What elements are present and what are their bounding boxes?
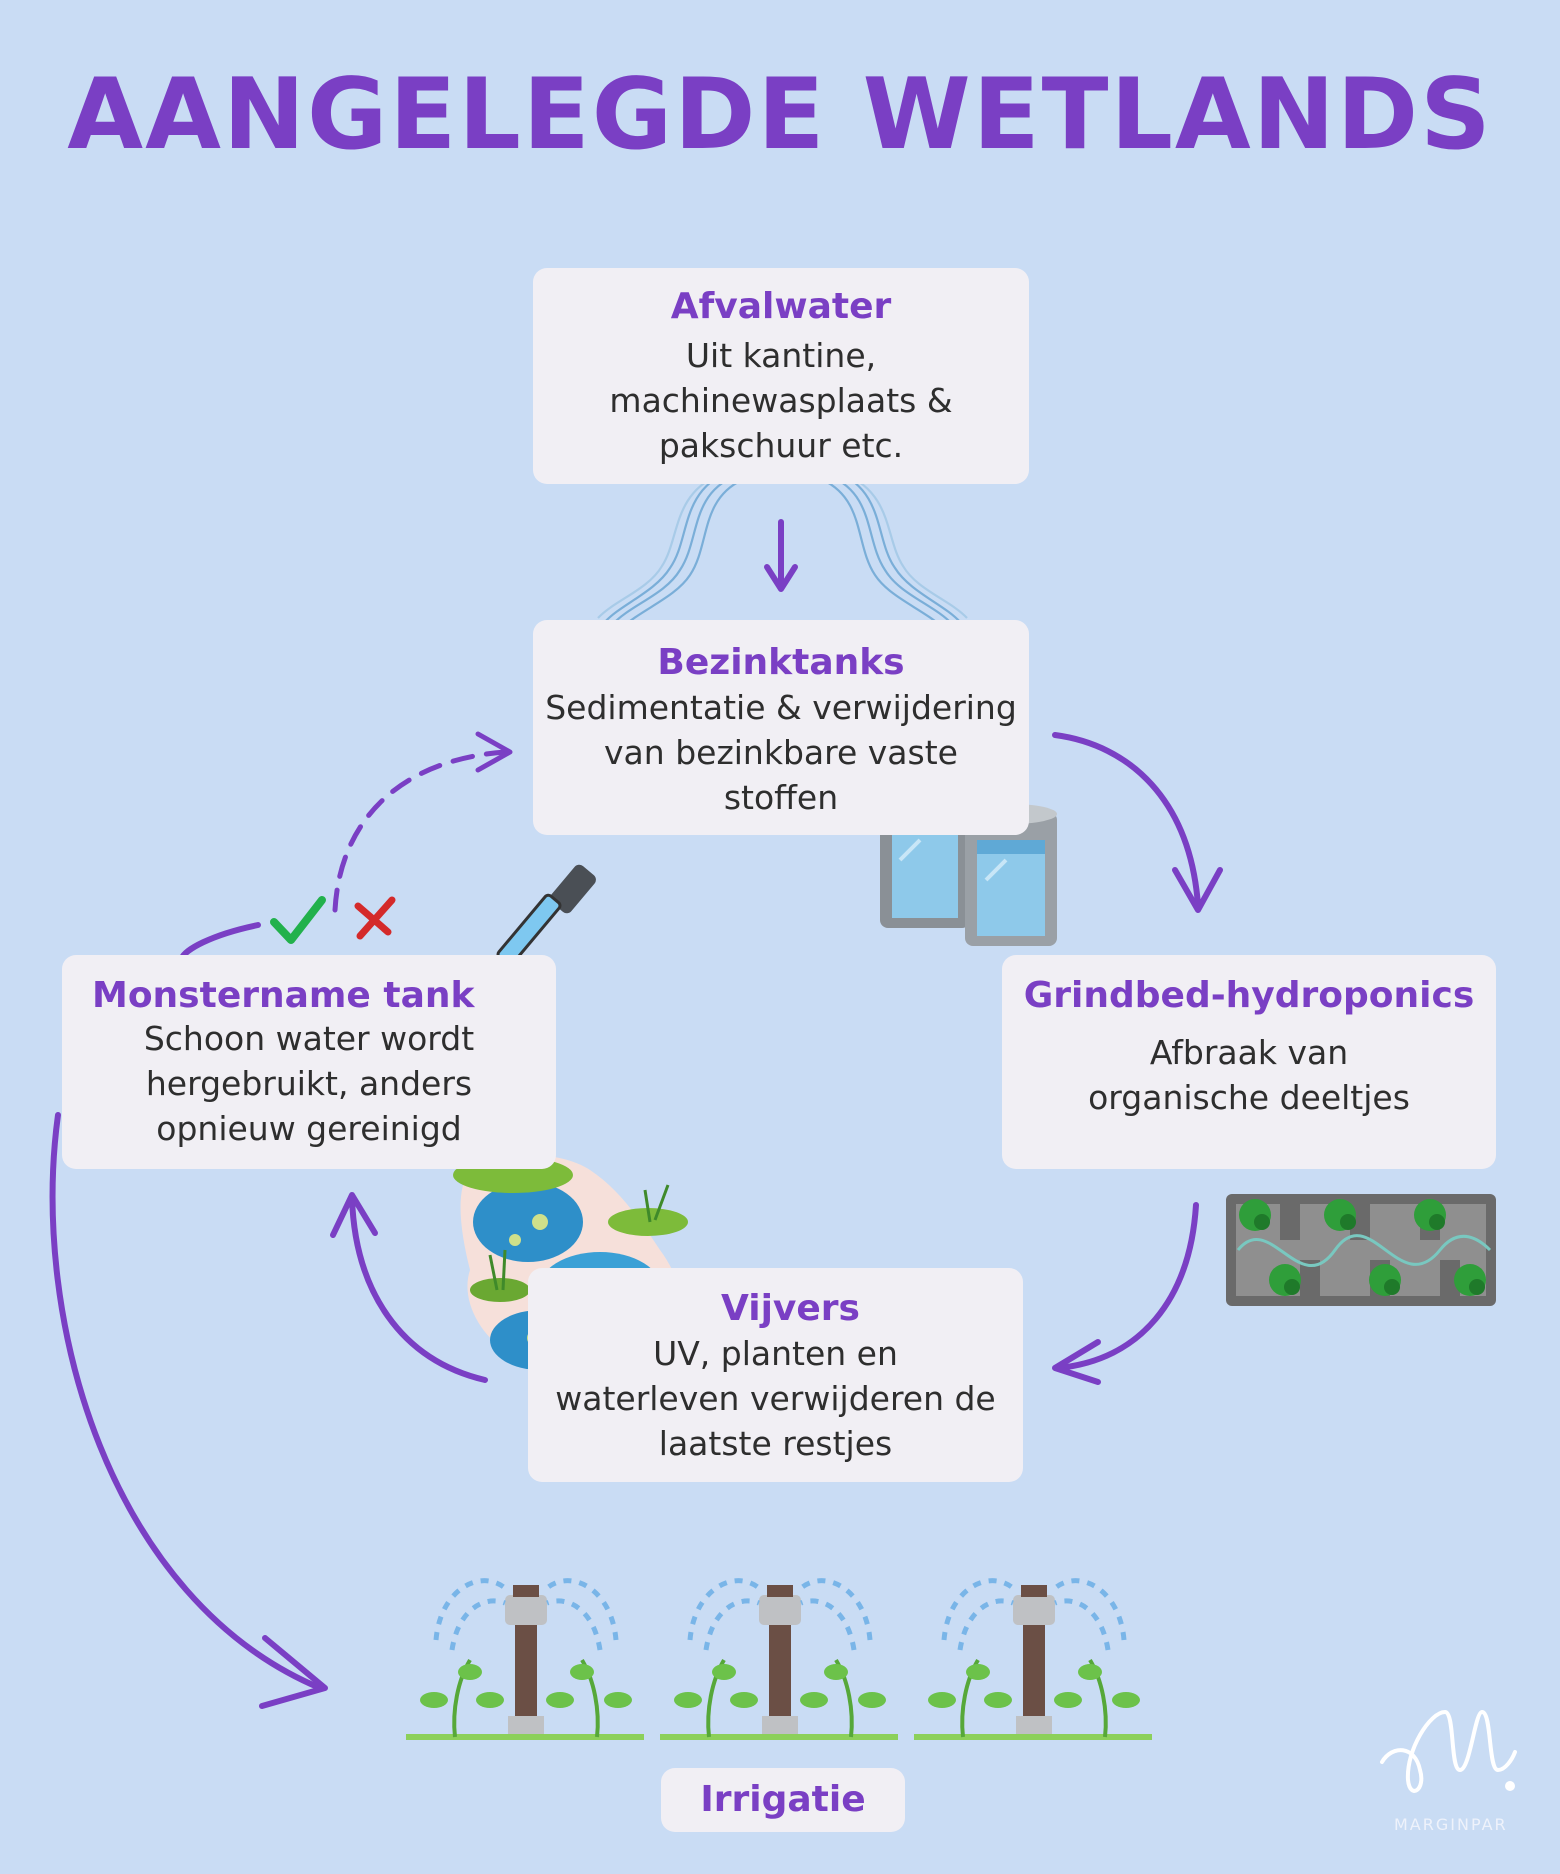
marginpar-logo <box>1380 1709 1517 1793</box>
arrow-bezink-to-grind <box>1052 732 1223 913</box>
step-monstername: Monstername tank Schoon water wordt herg… <box>62 955 556 1169</box>
step-afvalwater-text: Uit kantine, machinewasplaats & pakschuu… <box>609 336 953 465</box>
step-bezinktanks: Bezinktanks Sedimentatie & verwijdering … <box>533 620 1029 835</box>
check-icon <box>270 896 326 944</box>
step-monstername-text: Schoon water wordt hergebruikt, anders o… <box>143 1019 475 1148</box>
cross-icon <box>354 896 396 940</box>
sprinkler-icon <box>406 1581 1152 1740</box>
page-title: AANGELEGDE WETLANDS <box>67 58 1493 172</box>
step-grindbed-text: Afbraak van organische deeltjes <box>1088 1033 1410 1117</box>
gravel-bed-plants-icon <box>1226 1194 1496 1306</box>
step-bezinktanks-text: Sedimentatie & verwijdering van bezinkba… <box>545 688 1017 817</box>
arrow-monster-to-bezink-dashed <box>332 731 513 913</box>
arrow-afval-to-bezink <box>764 519 798 592</box>
arrow-vijver-to-monster <box>330 1192 488 1383</box>
step-irrigatie-title: Irrigatie <box>700 1779 866 1820</box>
step-afvalwater: Afvalwater Uit kantine, machinewasplaats… <box>533 268 1029 484</box>
step-afvalwater-title: Afvalwater <box>670 286 892 327</box>
step-vijvers-title: Vijvers <box>721 1288 860 1329</box>
step-irrigatie: Irrigatie <box>661 1768 905 1832</box>
step-grindbed-title: Grindbed-hydroponics <box>1023 975 1475 1016</box>
logo-text: MARGINPAR <box>1394 1815 1508 1834</box>
arrow-grind-to-vijver <box>1052 1202 1199 1385</box>
step-monstername-title: Monstername tank <box>92 975 475 1016</box>
step-vijvers-text: UV, planten en waterleven verwijderen de… <box>555 1334 996 1463</box>
step-vijvers: Vijvers UV, planten en waterleven verwij… <box>528 1268 1023 1482</box>
step-grindbed: Grindbed-hydroponics Afbraak van organis… <box>1002 955 1496 1169</box>
water-stream-icon <box>597 470 968 629</box>
step-bezinktanks-title: Bezinktanks <box>657 642 905 683</box>
